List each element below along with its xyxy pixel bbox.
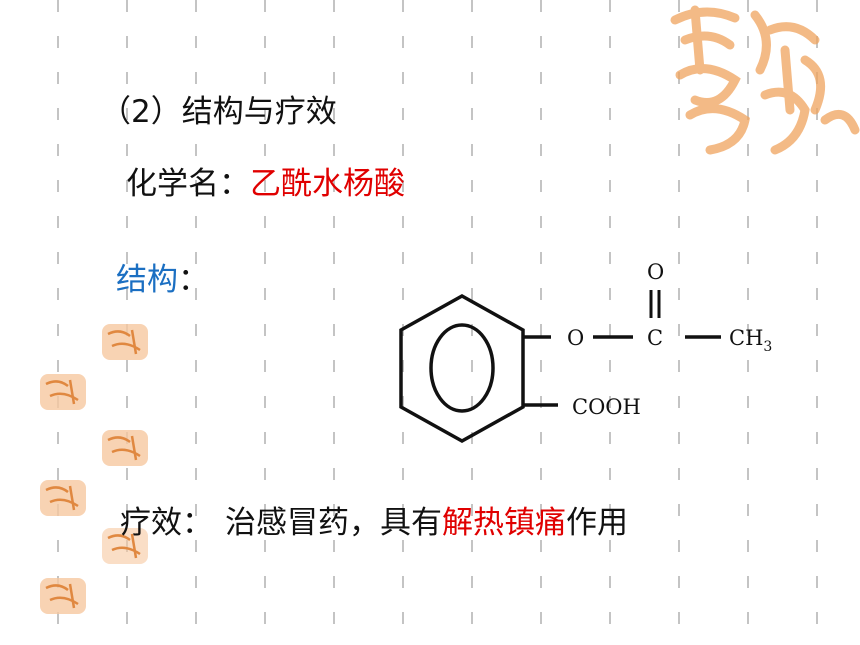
benzene-ring: [399, 293, 525, 444]
carbonyl-oxygen-atom: O: [647, 260, 664, 284]
methyl-subscript: 3: [763, 339, 772, 355]
structure-label-row: 结构：: [116, 254, 209, 299]
methyl-text: CH: [729, 326, 763, 350]
small-seal-6: [38, 576, 88, 616]
small-seal-2: [38, 372, 88, 412]
section-number: （2）: [100, 94, 182, 130]
carbonyl-carbon-atom: C: [647, 326, 663, 350]
structure-label: 结构: [116, 262, 178, 298]
chemical-name-row: 化学名：乙酰水杨酸: [126, 158, 405, 203]
chemical-name-value: 乙酰水杨酸: [250, 166, 405, 202]
aromatic-circle: [429, 323, 495, 413]
effect-highlight: 解热镇痛: [442, 505, 566, 541]
section-title: 结构与疗效: [181, 94, 337, 130]
effect-text-before: 治感冒药，具有: [225, 505, 442, 541]
effect-text-after: 作用: [566, 505, 628, 541]
small-seal-5: [100, 526, 150, 566]
small-seal-4: [38, 478, 88, 518]
ester-oxygen-atom: O: [567, 326, 584, 350]
small-seal-1: [100, 322, 150, 362]
section-heading: （2）结构与疗效: [100, 86, 337, 131]
large-seal-decoration: [665, 0, 860, 160]
aspirin-structure-diagram: O C O CH3 COOH: [399, 260, 772, 444]
chemical-name-label: 化学名：: [126, 166, 250, 202]
effect-row: 疗效： 治感冒药，具有解热镇痛作用: [120, 497, 628, 542]
carboxyl-group: COOH: [572, 395, 641, 419]
methyl-group: CH3: [729, 326, 772, 355]
effect-label: 疗效：: [120, 505, 213, 541]
small-seal-3: [100, 428, 150, 468]
structure-colon: ：: [178, 262, 209, 298]
